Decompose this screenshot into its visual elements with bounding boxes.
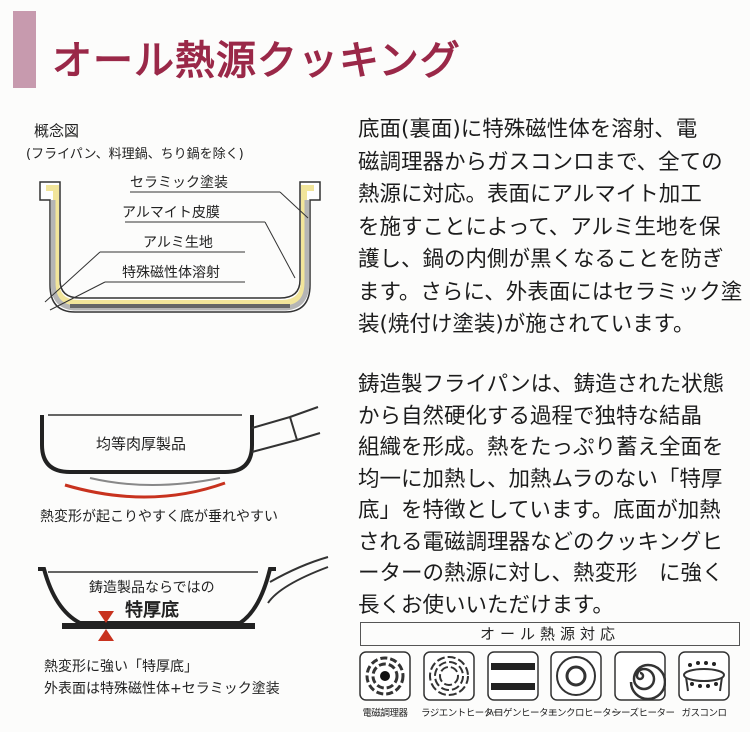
pan2-caption: 熱変形に強い「特厚底」 [44, 659, 198, 675]
text-line: 磁調理器からガスコンロまで、全ての [358, 149, 723, 175]
page-title: オール熱源クッキング [52, 38, 461, 84]
paragraph-cast-pan: 鋳造製フライパンは、鋳造された状態 から自然硬化する過程で独特な結晶 組織を形成… [358, 369, 724, 621]
text-line: 護し、鍋の内側が黒くなることを防ぎ [358, 247, 724, 272]
heat-source-gas: ガスコンロ [676, 651, 732, 719]
title-accent-bar [13, 11, 36, 88]
layer-label: 特殊磁性体溶射 [122, 265, 220, 281]
heat-source-label: エンクロヒーター [548, 708, 621, 719]
heat-sources-title: オール熱源対応 [360, 622, 740, 646]
text-line: から自然硬化する過程で独特な結晶 [358, 403, 703, 429]
pot-cross-section [39, 181, 321, 313]
halogen-heater-icon [487, 651, 539, 701]
text-line: を施すことによって、アルミ生地を保 [358, 214, 721, 240]
text-line: 長くお使いいただけます。 [358, 592, 614, 618]
heat-source-induction: 電磁調理器 [357, 651, 413, 719]
diagram-title: 概念図 [34, 122, 80, 140]
pan1-caption: 熱変形が起こりやすく底が垂れやすい [40, 509, 278, 525]
heat-source-label: 電磁調理器 [362, 708, 408, 719]
induction-icon [359, 651, 411, 701]
thick-bottom-pan-illustration [38, 556, 329, 641]
pan2-label-top: 鋳造製品ならではの [89, 580, 215, 596]
layer-label: アルマイト皮膜 [122, 205, 220, 221]
pan1-label: 均等肉厚製品 [96, 435, 187, 453]
paragraph-all-heat-sources: 底面(裏面)に特殊磁性体を溶射、電 磁調理器からガスコンロまで、全ての 熱源に対… [358, 114, 742, 342]
radiant-heater-icon [423, 651, 475, 701]
heat-source-enclosed: エンクロヒーター [548, 651, 621, 719]
text-line: される電磁調理器などのクッキングヒ [358, 529, 723, 555]
text-line: ます。さらに、外表面にはセラミック塗 [358, 279, 743, 305]
pan2-caption: 外表面は特殊磁性体+セラミック塗装 [44, 681, 280, 697]
heat-source-label: シーズヒーター [612, 708, 675, 719]
sheathed-heater-icon [614, 651, 666, 701]
heat-source-halogen: ハロゲンヒーター [485, 651, 558, 719]
layer-label: セラミック塗装 [130, 175, 228, 191]
text-line: 鋳造製フライパンは、鋳造された状態 [358, 372, 725, 397]
heat-source-radiant: ラジエントヒーター [421, 651, 502, 719]
text-line: 組織を形成。熱をたっぷり蓄え全面を [358, 435, 724, 460]
diagram-subtitle: (フライパン、料理鍋、ちり鍋を除く) [26, 147, 244, 162]
text-line: 底面(裏面)に特殊磁性体を溶射、電 [358, 117, 698, 142]
uniform-thickness-pan-illustration [40, 406, 321, 499]
text-line: 底」を特徴としています。底面が加熱 [358, 498, 721, 523]
text-line: 装(焼付け塗装)が施されています。 [358, 312, 695, 337]
text-line: 熱源に対応。表面にアルマイト加工 [358, 182, 702, 207]
enclosed-heater-icon [550, 651, 602, 701]
heat-source-label: ハロゲンヒーター [485, 708, 558, 719]
heat-source-sheathed: シーズヒーター [612, 651, 675, 719]
layer-label: アルミ生地 [143, 235, 213, 251]
heat-source-label: ガスコンロ [681, 708, 727, 719]
text-line: ーターの熱源に対し、熱変形 に強く [358, 561, 724, 586]
heat-source-label: ラジエントヒーター [421, 708, 502, 719]
pan2-label-main: 特厚底 [125, 600, 179, 621]
gas-stove-icon [678, 651, 730, 701]
text-line: 均一に加熱し、加熱ムラのない「特厚 [358, 466, 723, 492]
